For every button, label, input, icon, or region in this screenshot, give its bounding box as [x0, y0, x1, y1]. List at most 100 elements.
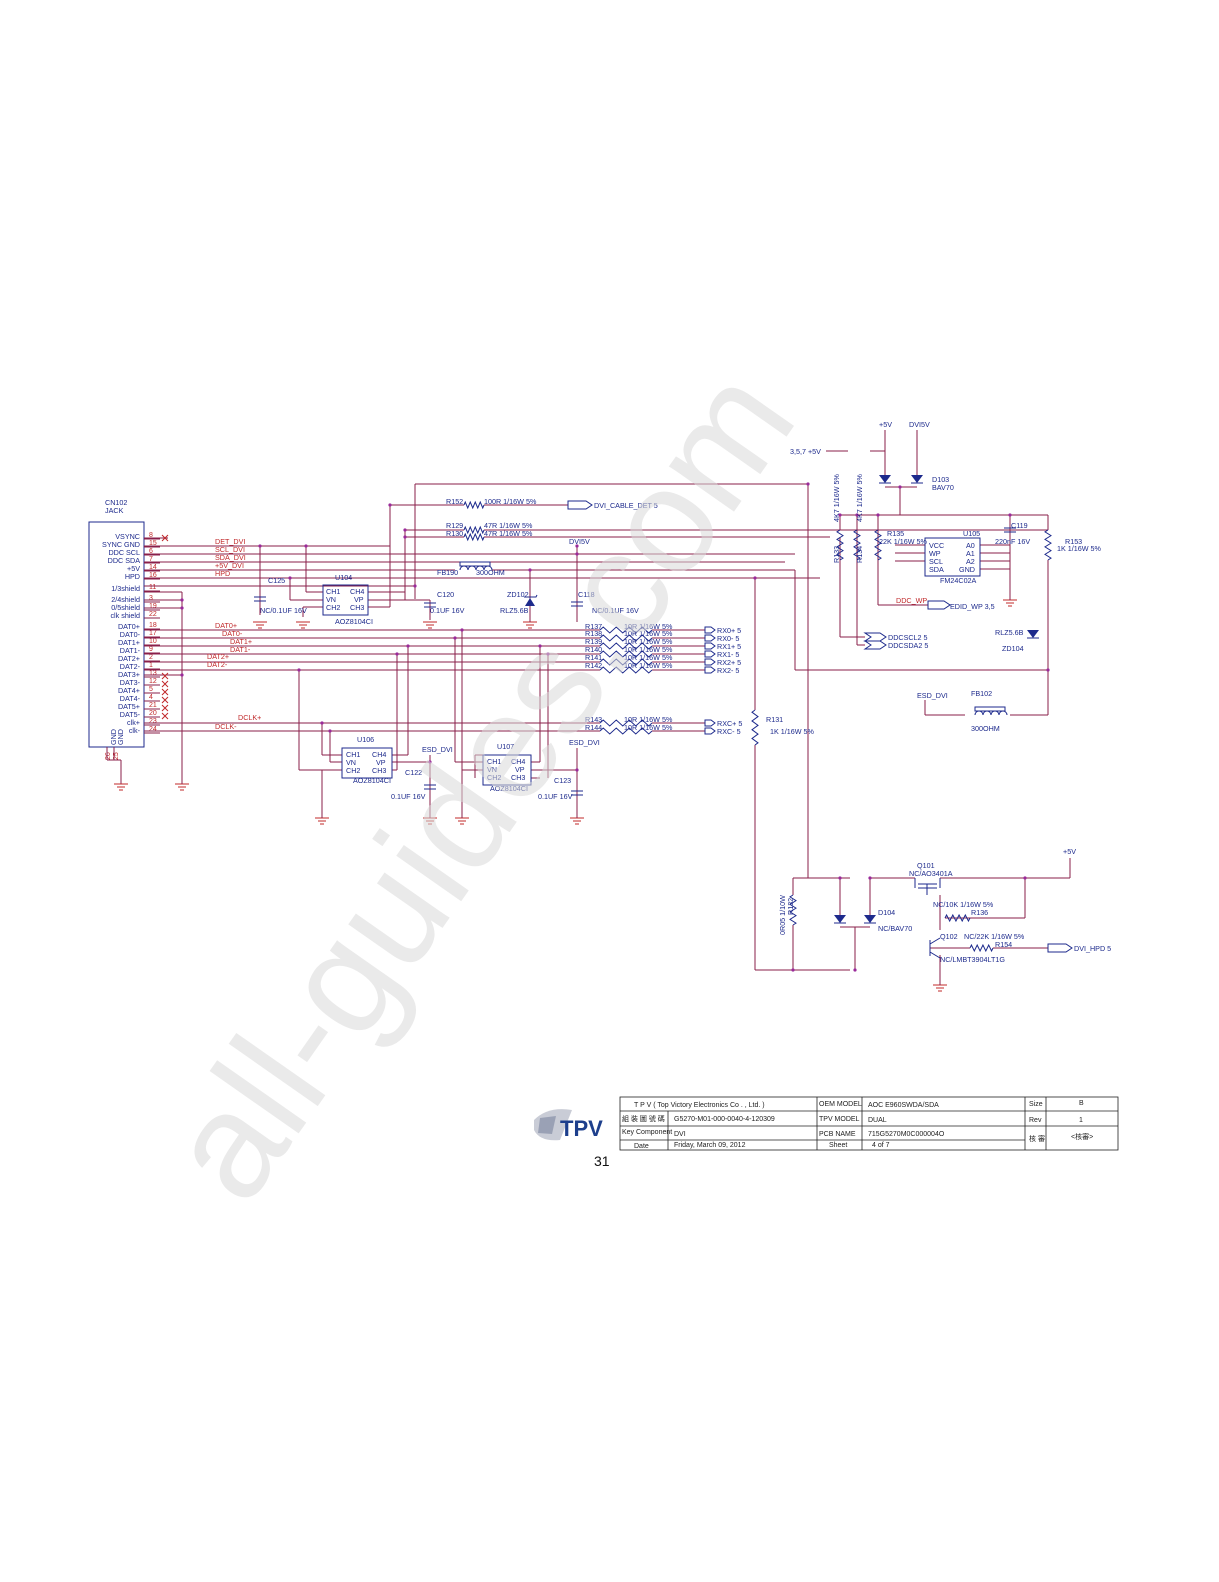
r134-ref: R134	[855, 546, 864, 563]
u106-ref: U106	[357, 735, 374, 744]
junction-dot	[868, 876, 872, 880]
connector-pin-num: 6	[149, 548, 153, 555]
net-scl-dvi: SCL_DVI	[215, 545, 245, 554]
capacitor	[571, 601, 583, 607]
c118-ref: C118	[578, 590, 595, 599]
connector-pin-name: DAT1+	[118, 638, 140, 647]
junction-dot	[575, 544, 579, 548]
tb-company: T P V ( Top Victory Electronics Co . , L…	[634, 1102, 765, 1109]
connector-pin-name: DDC SCL	[108, 548, 140, 557]
u106-ch1: CH1	[346, 750, 360, 759]
resistor	[874, 529, 882, 561]
c123-ref: C123	[554, 776, 571, 785]
ground-symbol	[933, 984, 947, 992]
connector-pin-name: DAT5+	[118, 702, 140, 711]
connector-pin-num: 23	[149, 718, 157, 725]
junction-dot	[388, 503, 392, 507]
offpage-rx0n: RX0- 5	[717, 634, 739, 643]
r133-val: 4K7 1/16W 5%	[832, 473, 841, 522]
ic-u105: VCC WP SCL SDA A0 A1 A2 GND	[924, 537, 981, 577]
connector-pin-num: 5	[149, 686, 153, 693]
connector-gnd-num-2: 25	[113, 752, 120, 760]
offpage-5v-in: 3,5,7 +5V	[790, 447, 821, 456]
capacitor	[424, 602, 436, 608]
net-det-dvi: DET_DVI	[215, 537, 245, 546]
offpage-rx2n: RX2- 5	[717, 666, 739, 675]
u106-vp: VP	[376, 758, 386, 767]
offpage-cable-det: DVI_CABLE_DET 5	[594, 501, 658, 510]
resistor	[944, 913, 971, 923]
net-sda-dvi: SDA_DVI	[215, 553, 246, 562]
junction-dot	[288, 576, 292, 580]
tb-tpv-label: TPV MODEL	[819, 1116, 860, 1123]
junction-dot	[1023, 876, 1027, 880]
junction-dot	[304, 544, 308, 548]
connector-pin-num: 24	[149, 726, 157, 733]
offpage-flag	[704, 658, 716, 666]
junction-dot	[320, 721, 324, 725]
capacitor	[424, 784, 436, 790]
offpage-rx0p: RX0+ 5	[717, 626, 741, 635]
u106-ch3: CH3	[372, 766, 386, 775]
diode	[879, 475, 891, 484]
u107-ch2: CH2	[487, 773, 501, 782]
r132-val: 0R05 1/10W	[778, 895, 787, 935]
junction-dot	[575, 552, 579, 556]
offpage-flag	[704, 642, 716, 650]
tpv-logo-text: TPV	[560, 1116, 603, 1141]
ic-u106: CH1 VN CH2 CH4 VP CH3	[341, 747, 393, 779]
connector-pin-name: VSYNC	[115, 532, 140, 541]
connector-pin-name: DDC SDA	[108, 556, 141, 565]
connector-pin-num: 14	[149, 564, 157, 571]
connector-pin-num: 17	[149, 630, 157, 637]
offpage-ddcscl2: DDCSCL2 5	[888, 633, 928, 642]
ferrite-bead	[459, 561, 493, 571]
resistor	[599, 642, 653, 650]
net-5v-right: +5V	[1063, 847, 1076, 856]
ground-symbol	[114, 783, 128, 791]
u105-wp: WP	[929, 549, 941, 558]
tb-sheet-label: Sheet	[829, 1142, 847, 1149]
q102-ref: Q102	[940, 932, 958, 941]
junction-dot	[1046, 668, 1050, 672]
resistor	[1044, 529, 1052, 561]
u104-ref: U104	[335, 573, 352, 582]
junction-dot	[546, 652, 550, 656]
d103-ref: D103	[932, 475, 949, 484]
connector-pin-name: DAT3-	[120, 678, 141, 687]
junction-dot	[453, 636, 457, 640]
u107-ref: U107	[497, 742, 514, 751]
connector-pin-num: 2	[149, 654, 153, 661]
connector-pin-name: DAT4-	[120, 694, 141, 703]
connector-pin-num: 13	[149, 670, 157, 677]
junction-dot	[575, 768, 579, 772]
junction-dot	[791, 968, 795, 972]
c122-ref: C122	[405, 768, 422, 777]
u105-gnd: GND	[959, 565, 975, 574]
r154-ref: R154	[995, 940, 1012, 949]
u104-ch1: CH1	[326, 587, 340, 596]
resistor	[789, 894, 797, 926]
u104-val: AOZ8104CI	[335, 617, 373, 626]
offpage-flag	[704, 634, 716, 642]
offpage-ddcsda2: DDCSDA2 5	[888, 641, 928, 650]
net-dat1p: DAT1+	[230, 637, 252, 646]
connector-pin-num: 1	[149, 662, 153, 669]
r129-val: 47R 1/16W 5%	[484, 521, 533, 530]
offpage-rx2p: RX2+ 5	[717, 658, 741, 667]
connector-pin-name: 2/4shield	[111, 595, 140, 604]
net-dat0n: DAT0-	[222, 629, 243, 638]
offpage-flag	[704, 650, 716, 658]
u107-ch1: CH1	[487, 757, 501, 766]
tb-row2-label: 組 裝 圖 號 碼	[622, 1114, 665, 1123]
offpage-flag	[704, 626, 716, 634]
r152-val: 100R 1/16W 5%	[484, 497, 537, 506]
junction-dot	[297, 668, 301, 672]
junction-dot	[428, 760, 432, 764]
connector-pin-num: 9	[149, 646, 153, 653]
resistor	[599, 666, 653, 674]
tb-check-label: 核 審	[1029, 1134, 1045, 1143]
fb102-val: 300OHM	[971, 724, 1000, 733]
fb102-ref: FB102	[971, 689, 992, 698]
connector-pin-name: clk-	[129, 726, 141, 735]
